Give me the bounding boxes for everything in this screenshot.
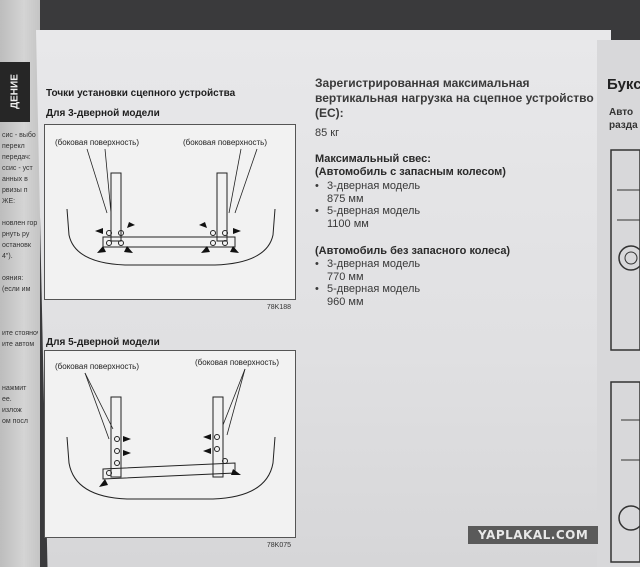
- diagram-3-label-right: (боковая поверхность): [183, 138, 267, 147]
- left-page-line: сис - выбо: [2, 132, 36, 139]
- left-page-line: ите автом: [2, 341, 35, 348]
- left-page-line: анных в: [2, 176, 28, 183]
- with-spare-5door-label: 5-дверная модель: [315, 205, 420, 218]
- left-page-line: нажмит: [2, 385, 27, 392]
- left-page-line: [2, 262, 38, 273]
- diagram-5-code: 78K075: [266, 542, 291, 549]
- max-load-value: 85 кг: [315, 127, 340, 139]
- left-page-line: ите стояночн: [2, 330, 38, 337]
- left-page-line: рнуть ру: [2, 231, 30, 238]
- model5-title: Для 5-дверной модели: [46, 337, 160, 348]
- left-page-line: [2, 306, 38, 317]
- right-page-figures: [610, 149, 640, 563]
- diagram-5-label-left: (боковая поверхность): [55, 362, 139, 371]
- left-page-line: ом посл: [2, 418, 28, 425]
- left-page-line: [2, 372, 38, 383]
- left-page-line: ЖЕ:: [2, 198, 16, 205]
- right-adjacent-page: [597, 40, 640, 567]
- with-spare-list: 3-дверная модель 875 мм 5-дверная модель…: [315, 180, 420, 230]
- left-page-line: ссис - уст: [2, 165, 33, 172]
- without-spare-5door-label: 5-дверная модель: [315, 283, 420, 296]
- left-page-line: [2, 350, 38, 361]
- with-spare-3door-label: 3-дверная модель: [315, 180, 420, 193]
- without-spare-3door-label: 3-дверная модель: [315, 258, 420, 271]
- diagram-5-door-drawing: (боковая поверхность) (боковая поверхнос…: [55, 358, 279, 500]
- left-page-line: остановк: [2, 242, 31, 249]
- without-spare-5door-value: 960 мм: [327, 295, 364, 308]
- left-page-line: [2, 207, 38, 218]
- diagram-5-door: (боковая поверхность) (боковая поверхнос…: [44, 350, 296, 549]
- diagram-3-label-left: (боковая поверхность): [55, 138, 139, 147]
- left-page-line: 4").: [2, 253, 13, 260]
- right-page-subtitle: Авто разда: [609, 106, 638, 132]
- left-page-line: новлен гор: [2, 220, 38, 227]
- model3-title: Для 3-дверной модели: [46, 108, 160, 119]
- left-page-tab: ДЕНИЕ: [0, 62, 30, 122]
- left-page-line: [2, 361, 38, 372]
- left-page-line: ояния:: [2, 275, 24, 282]
- site-watermark: YAPLAKAL.COM: [468, 526, 599, 544]
- right-page-title: Букс: [607, 76, 640, 93]
- left-page-line: передач:: [2, 154, 31, 161]
- left-page-line: [2, 295, 38, 306]
- max-load-heading: Зарегистрированная максимальная вертикал…: [315, 76, 594, 120]
- with-spare-3door-value: 875 мм: [327, 192, 364, 205]
- left-page-line: ее.: [2, 396, 12, 403]
- left-page-line: [2, 317, 38, 328]
- section-title: Точки установки сцепного устройства: [46, 88, 236, 99]
- diagram-3-door: (боковая поверхность) (боковая поверхнос…: [44, 124, 296, 311]
- diagram-3-code: 78K188: [266, 304, 291, 311]
- with-spare-5door-value: 1100 мм: [327, 217, 369, 230]
- left-page-text: сис - выбо перекл передач: ссис - уст анных …: [2, 130, 38, 427]
- without-spare-list: 3-дверная модель 770 мм 5-дверная модель…: [315, 258, 420, 308]
- left-page-line: перекл: [2, 143, 25, 150]
- diagram-5-label-right: (боковая поверхность): [195, 358, 279, 367]
- left-adjacent-page: ДЕНИЕ сис - выбо перекл передач: ссис - уст…: [0, 0, 40, 567]
- right-page-subtitle-2: разда: [609, 120, 638, 131]
- left-page-line: рвизы п: [2, 187, 28, 194]
- left-page-line: (если им: [2, 286, 31, 293]
- without-spare-3door-value: 770 мм: [327, 270, 364, 283]
- right-page-subtitle-1: Авто: [609, 107, 634, 118]
- with-spare-title: (Автомобиль с запасным колесом): [315, 166, 506, 178]
- no-spare-title: (Автомобиль без запасного колеса): [315, 245, 511, 257]
- overhang-title: Максимальный свес:: [315, 153, 431, 165]
- diagram-3-door-drawing: (боковая поверхность) (боковая поверхнос…: [55, 138, 276, 266]
- left-page-line: излож: [2, 407, 22, 414]
